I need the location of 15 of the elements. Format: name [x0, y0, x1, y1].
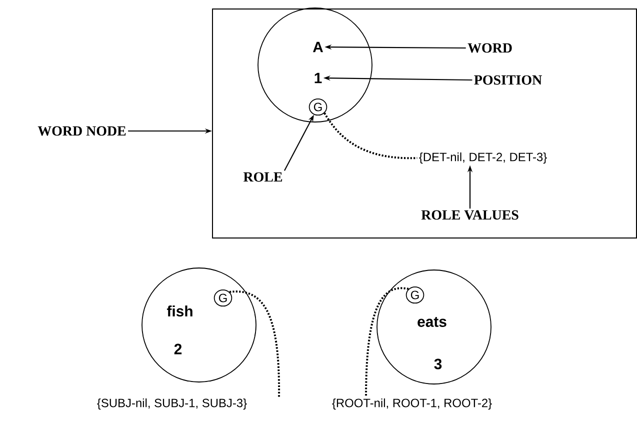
circle-text: A	[312, 42, 323, 52]
word-node-box	[212, 8, 637, 238]
role-values-text: {SUBJ-nil, SUBJ-1, SUBJ-3}	[97, 398, 247, 410]
callout-label: POSITION	[474, 75, 542, 85]
dotted-connector	[324, 112, 418, 160]
callout-label: WORD	[468, 43, 512, 53]
callout-label: ROLE VALUES	[421, 210, 518, 220]
callout-label: ROLE	[243, 172, 282, 182]
role-values-text: {DET-nil, DET-2, DET-3}	[419, 152, 547, 164]
circle-text: 1	[314, 72, 322, 84]
role-values-text: {ROOT-nil, ROOT-1, ROOT-2}	[332, 398, 492, 410]
dotted-connector	[229, 290, 280, 397]
callout-label: WORD NODE	[38, 126, 126, 136]
word-circle	[258, 8, 372, 122]
dotted-connector	[365, 287, 409, 397]
